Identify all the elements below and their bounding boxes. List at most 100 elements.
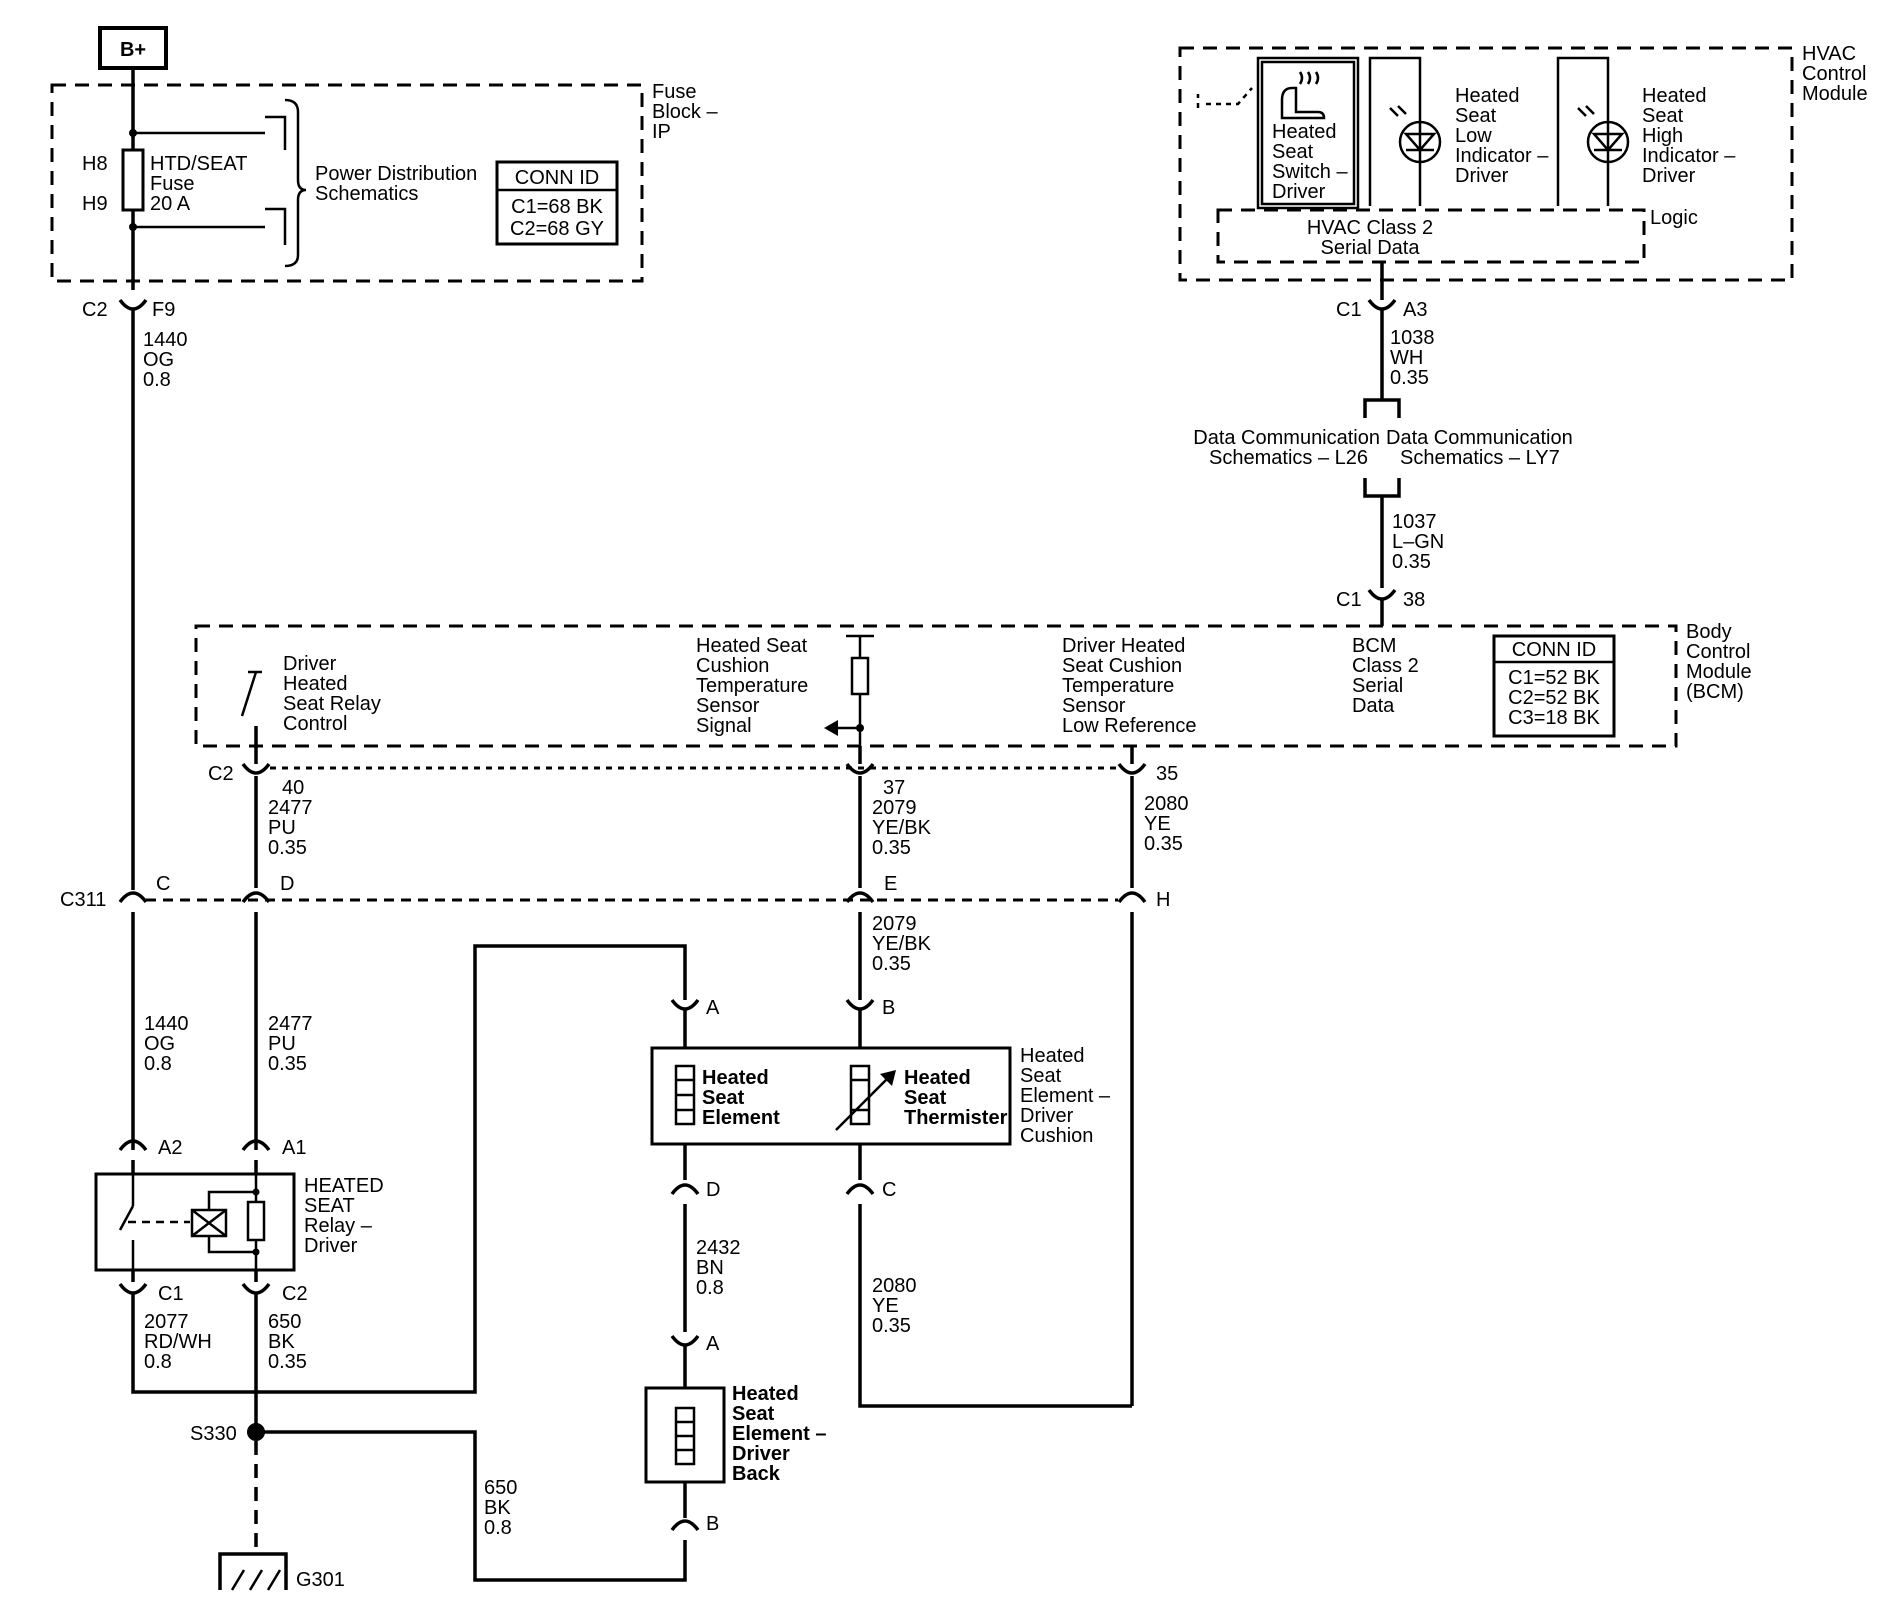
high-label-1: Heated (1642, 85, 1707, 107)
element-label-3: Element (702, 1107, 780, 1129)
w2079-mid-1: 2079 (872, 913, 917, 935)
fuse-conn-id-header: CONN ID (515, 167, 599, 189)
ground-label: G301 (296, 1569, 345, 1591)
w2477-low-1: 2477 (268, 1013, 313, 1035)
w1037-1: 1037 (1392, 511, 1437, 533)
heated-seat-back (644, 1386, 726, 1484)
w1037-3: 0.35 (1392, 551, 1431, 573)
w650-relay-3: 0.35 (268, 1351, 307, 1373)
switch-label-1: Heated (1272, 121, 1337, 143)
low-label-3: Low (1455, 125, 1492, 147)
hvac-control-module: HVAC Control Module Heated Seat Switch –… (1178, 43, 1868, 282)
splice-icon (247, 1423, 265, 1441)
bcm-conn-id-row-2: C2=52 BK (1508, 687, 1600, 709)
bcm-title-3: Module (1686, 661, 1752, 683)
low-ref-4: Sensor (1062, 695, 1126, 717)
fuse-block-title-3: IP (652, 121, 671, 143)
power-dist-label-2: Schematics (315, 183, 418, 205)
cushion-pin-b: B (882, 997, 895, 1019)
cushion-title-1: Heated (1020, 1045, 1085, 1067)
brace-icon (284, 98, 307, 268)
hvac-title-2: Control (1802, 63, 1866, 85)
fuse-block-title-2: Block – (652, 101, 718, 123)
w2080-low-3: 0.35 (872, 1315, 911, 1337)
data-comm-right-1: Data Communication (1386, 427, 1573, 449)
back-title-2: Seat (732, 1403, 775, 1425)
bcm-conn-id-row-3: C3=18 BK (1508, 707, 1600, 729)
w650-relay-1: 650 (268, 1311, 301, 1333)
w650-ground-2: BK (484, 1497, 511, 1519)
pin-37: 37 (883, 777, 905, 799)
bcm-title-2: Control (1686, 641, 1750, 663)
low-label-4: Indicator – (1455, 145, 1549, 167)
c311-pin-d: D (280, 873, 294, 895)
w2432-2: BN (696, 1257, 724, 1279)
w1038-2: WH (1390, 347, 1423, 369)
w2079-mid-3: 0.35 (872, 953, 911, 975)
hvac-title-3: Module (1802, 83, 1868, 105)
w2077-3: 0.8 (144, 1351, 172, 1373)
logic-label: Logic (1650, 207, 1698, 229)
cushion-pin-d: D (706, 1179, 720, 1201)
pin-40: 40 (282, 777, 304, 799)
cushion-pin-a: A (706, 997, 720, 1019)
low-ref-3: Temperature (1062, 675, 1174, 697)
relay-control-4: Control (283, 713, 347, 735)
back-pin-a: A (706, 1333, 720, 1355)
relay-control-2: Heated (283, 673, 348, 695)
w2077-1: 2077 (144, 1311, 189, 1333)
high-label-2: Seat (1642, 105, 1684, 127)
w2079-top-3: 0.35 (872, 837, 911, 859)
w2080-top-1: 2080 (1144, 793, 1189, 815)
back-title-5: Back (732, 1463, 781, 1485)
relay-pin-c1: C1 (158, 1283, 184, 1305)
w2477-top-2: PU (268, 817, 296, 839)
element-label-2: Seat (702, 1087, 745, 1109)
bcm-conn-id-header: CONN ID (1512, 639, 1596, 661)
high-label-3: High (1642, 125, 1683, 147)
w2477-top-3: 0.35 (268, 837, 307, 859)
conn-c2-label: C2 (82, 299, 108, 321)
heated-seat-relay (94, 1172, 296, 1272)
class2-2: Class 2 (1352, 655, 1419, 677)
pullup-resistor-icon (824, 634, 874, 746)
relay-title-2: SEAT (304, 1195, 355, 1217)
bcm-conn-id-row-1: C1=52 BK (1508, 667, 1600, 689)
switch-label-3: Switch – (1272, 161, 1348, 183)
w2477-low-3: 0.35 (268, 1053, 307, 1075)
w650-ground-3: 0.8 (484, 1517, 512, 1539)
w1038-1: 1038 (1390, 327, 1435, 349)
thermister-label-3: Thermister (904, 1107, 1008, 1129)
fuse-block-ip: Fuse Block – IP H8 H9 HTD/SEAT Fuse 20 A… (50, 81, 718, 283)
w2080-low-1: 2080 (872, 1275, 917, 1297)
w1440-top-3: 0.8 (143, 369, 171, 391)
pin-35: 35 (1156, 763, 1178, 785)
high-indicator-led-icon (1577, 105, 1630, 164)
w2477-top-1: 2477 (268, 797, 313, 819)
w650-relay-2: BK (268, 1331, 295, 1353)
cushion-title-2: Seat (1020, 1065, 1062, 1087)
battery-terminal: B+ (98, 26, 168, 70)
w1440-top-2: OG (143, 349, 174, 371)
fuse-label-2: Fuse (150, 173, 194, 195)
w1037-2: L–GN (1392, 531, 1444, 553)
cushion-title-3: Element – (1020, 1085, 1111, 1107)
low-label-1: Heated (1455, 85, 1520, 107)
w1440-top-1: 1440 (143, 329, 188, 351)
w1038-3: 0.35 (1390, 367, 1429, 389)
data-comm-left-1: Data Communication (1193, 427, 1380, 449)
thermister-label-1: Heated (904, 1067, 971, 1089)
fuse-pin-h9: H9 (82, 193, 108, 215)
splice-label: S330 (190, 1423, 237, 1445)
serial-data-label-1: HVAC Class 2 (1307, 217, 1433, 239)
cushion-title-5: Cushion (1020, 1125, 1093, 1147)
w2077-2: RD/WH (144, 1331, 212, 1353)
w2080-top-2: YE (1144, 813, 1171, 835)
w2432-1: 2432 (696, 1237, 741, 1259)
back-title-1: Heated (732, 1383, 799, 1405)
relay-control-switch-icon (240, 670, 262, 746)
class2-3: Serial (1352, 675, 1403, 697)
fuse-label-1: HTD/SEAT (150, 153, 247, 175)
bcm-title-1: Body (1686, 621, 1732, 643)
